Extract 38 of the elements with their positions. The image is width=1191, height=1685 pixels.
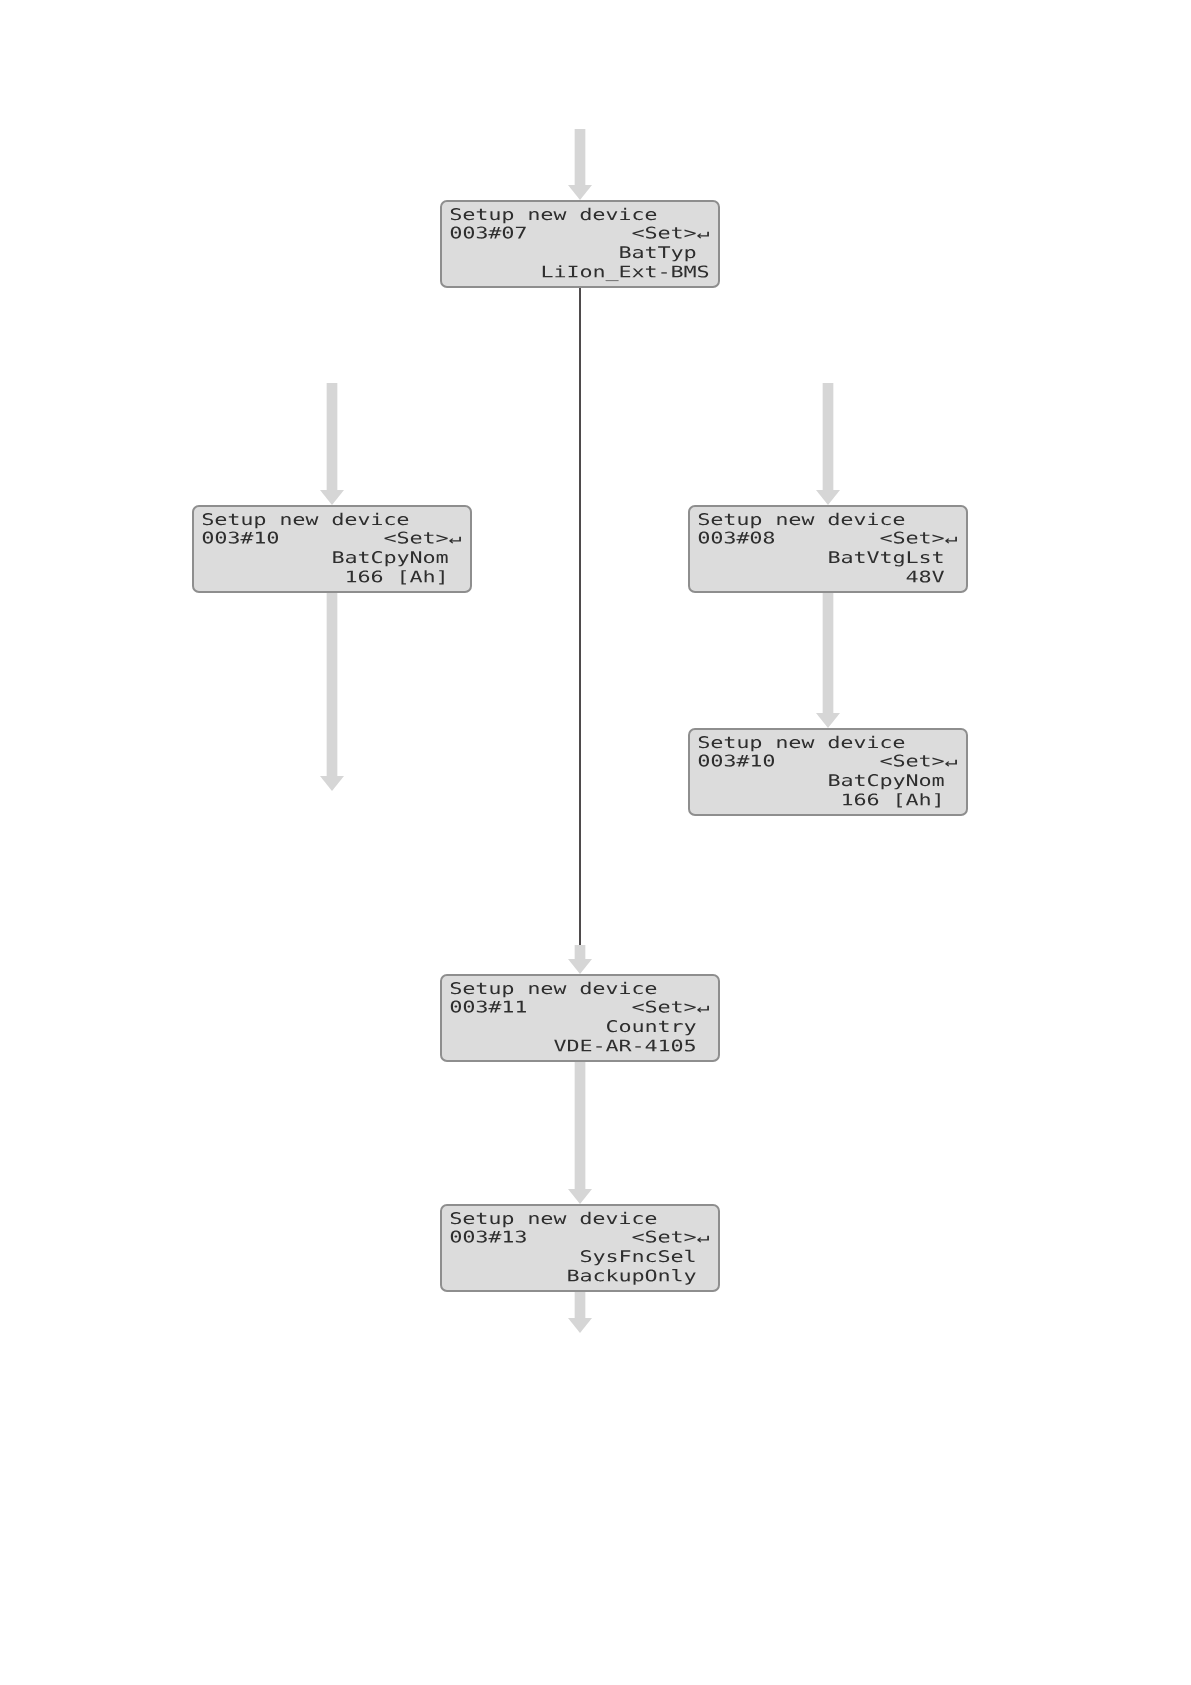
set-prompt: <Set>↵ (632, 1230, 709, 1243)
parameter-value: 48V (906, 570, 944, 583)
parameter-value: BackupOnly (568, 1269, 696, 1285)
parameter-name: BatCpyNom (333, 551, 448, 567)
arrow (320, 383, 344, 505)
screen-heading: Setup new device (450, 207, 657, 224)
parameter-name: BatTyp (620, 246, 696, 262)
menu-number: 003#11 (450, 1000, 526, 1013)
arrow (568, 129, 592, 200)
set-prompt: <Set>↵ (632, 226, 709, 239)
parameter-name: BatCpyNom (829, 774, 944, 790)
menu-number: 003#10 (202, 531, 278, 544)
set-prompt: <Set>↵ (880, 754, 957, 767)
screen-heading: Setup new device (450, 981, 657, 998)
arrow (568, 1292, 592, 1333)
menu-number: 003#10 (698, 754, 775, 767)
screen-heading: Setup new device (202, 512, 409, 529)
screen-heading: Setup new device (698, 512, 905, 529)
arrow (816, 593, 840, 728)
set-prompt: <Set>↵ (384, 531, 461, 544)
screen-heading: Setup new device (450, 1211, 657, 1228)
parameter-name: Country (607, 1020, 696, 1036)
set-prompt: <Set>↵ (880, 531, 957, 544)
parameter-value: 166 [Ah] (843, 793, 940, 808)
arrow (568, 287, 592, 974)
parameter-value: 166 [Ah] (347, 570, 444, 585)
parameter-name: SysFncSel (581, 1249, 695, 1266)
set-prompt: <Set>↵ (632, 1000, 709, 1013)
parameter-value: LiIon_Ext-BMS (542, 265, 709, 282)
arrow (320, 593, 344, 791)
arrow (568, 1062, 592, 1204)
parameter-name: BatVtgLst (829, 551, 943, 567)
screen-heading: Setup new device (698, 735, 905, 752)
menu-number: 003#08 (698, 531, 775, 544)
menu-number: 003#13 (450, 1230, 526, 1243)
menu-number: 003#07 (450, 226, 526, 239)
arrow (816, 383, 840, 505)
parameter-value: VDE-AR-4105 (554, 1039, 695, 1052)
